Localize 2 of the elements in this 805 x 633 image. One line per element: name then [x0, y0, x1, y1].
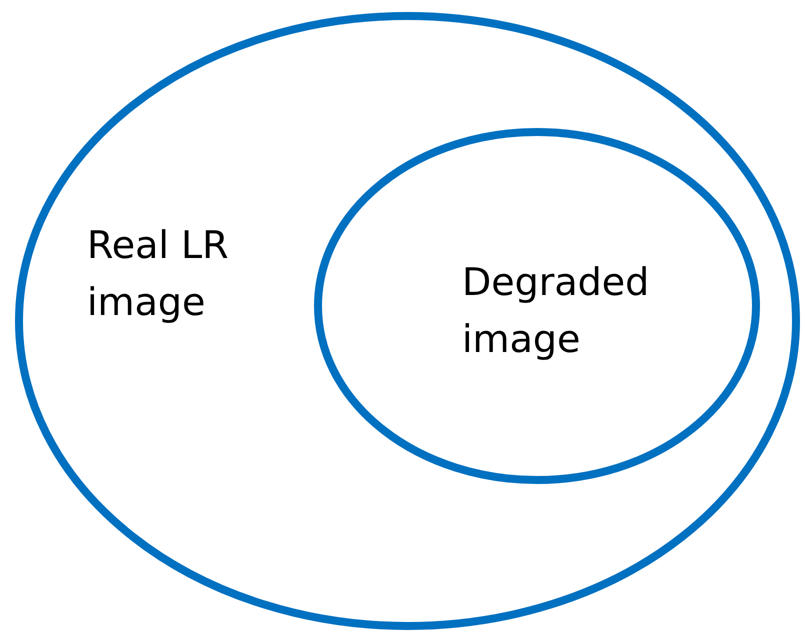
node-label: Real LR image [87, 222, 230, 326]
node-label: Degraded image [462, 259, 650, 363]
